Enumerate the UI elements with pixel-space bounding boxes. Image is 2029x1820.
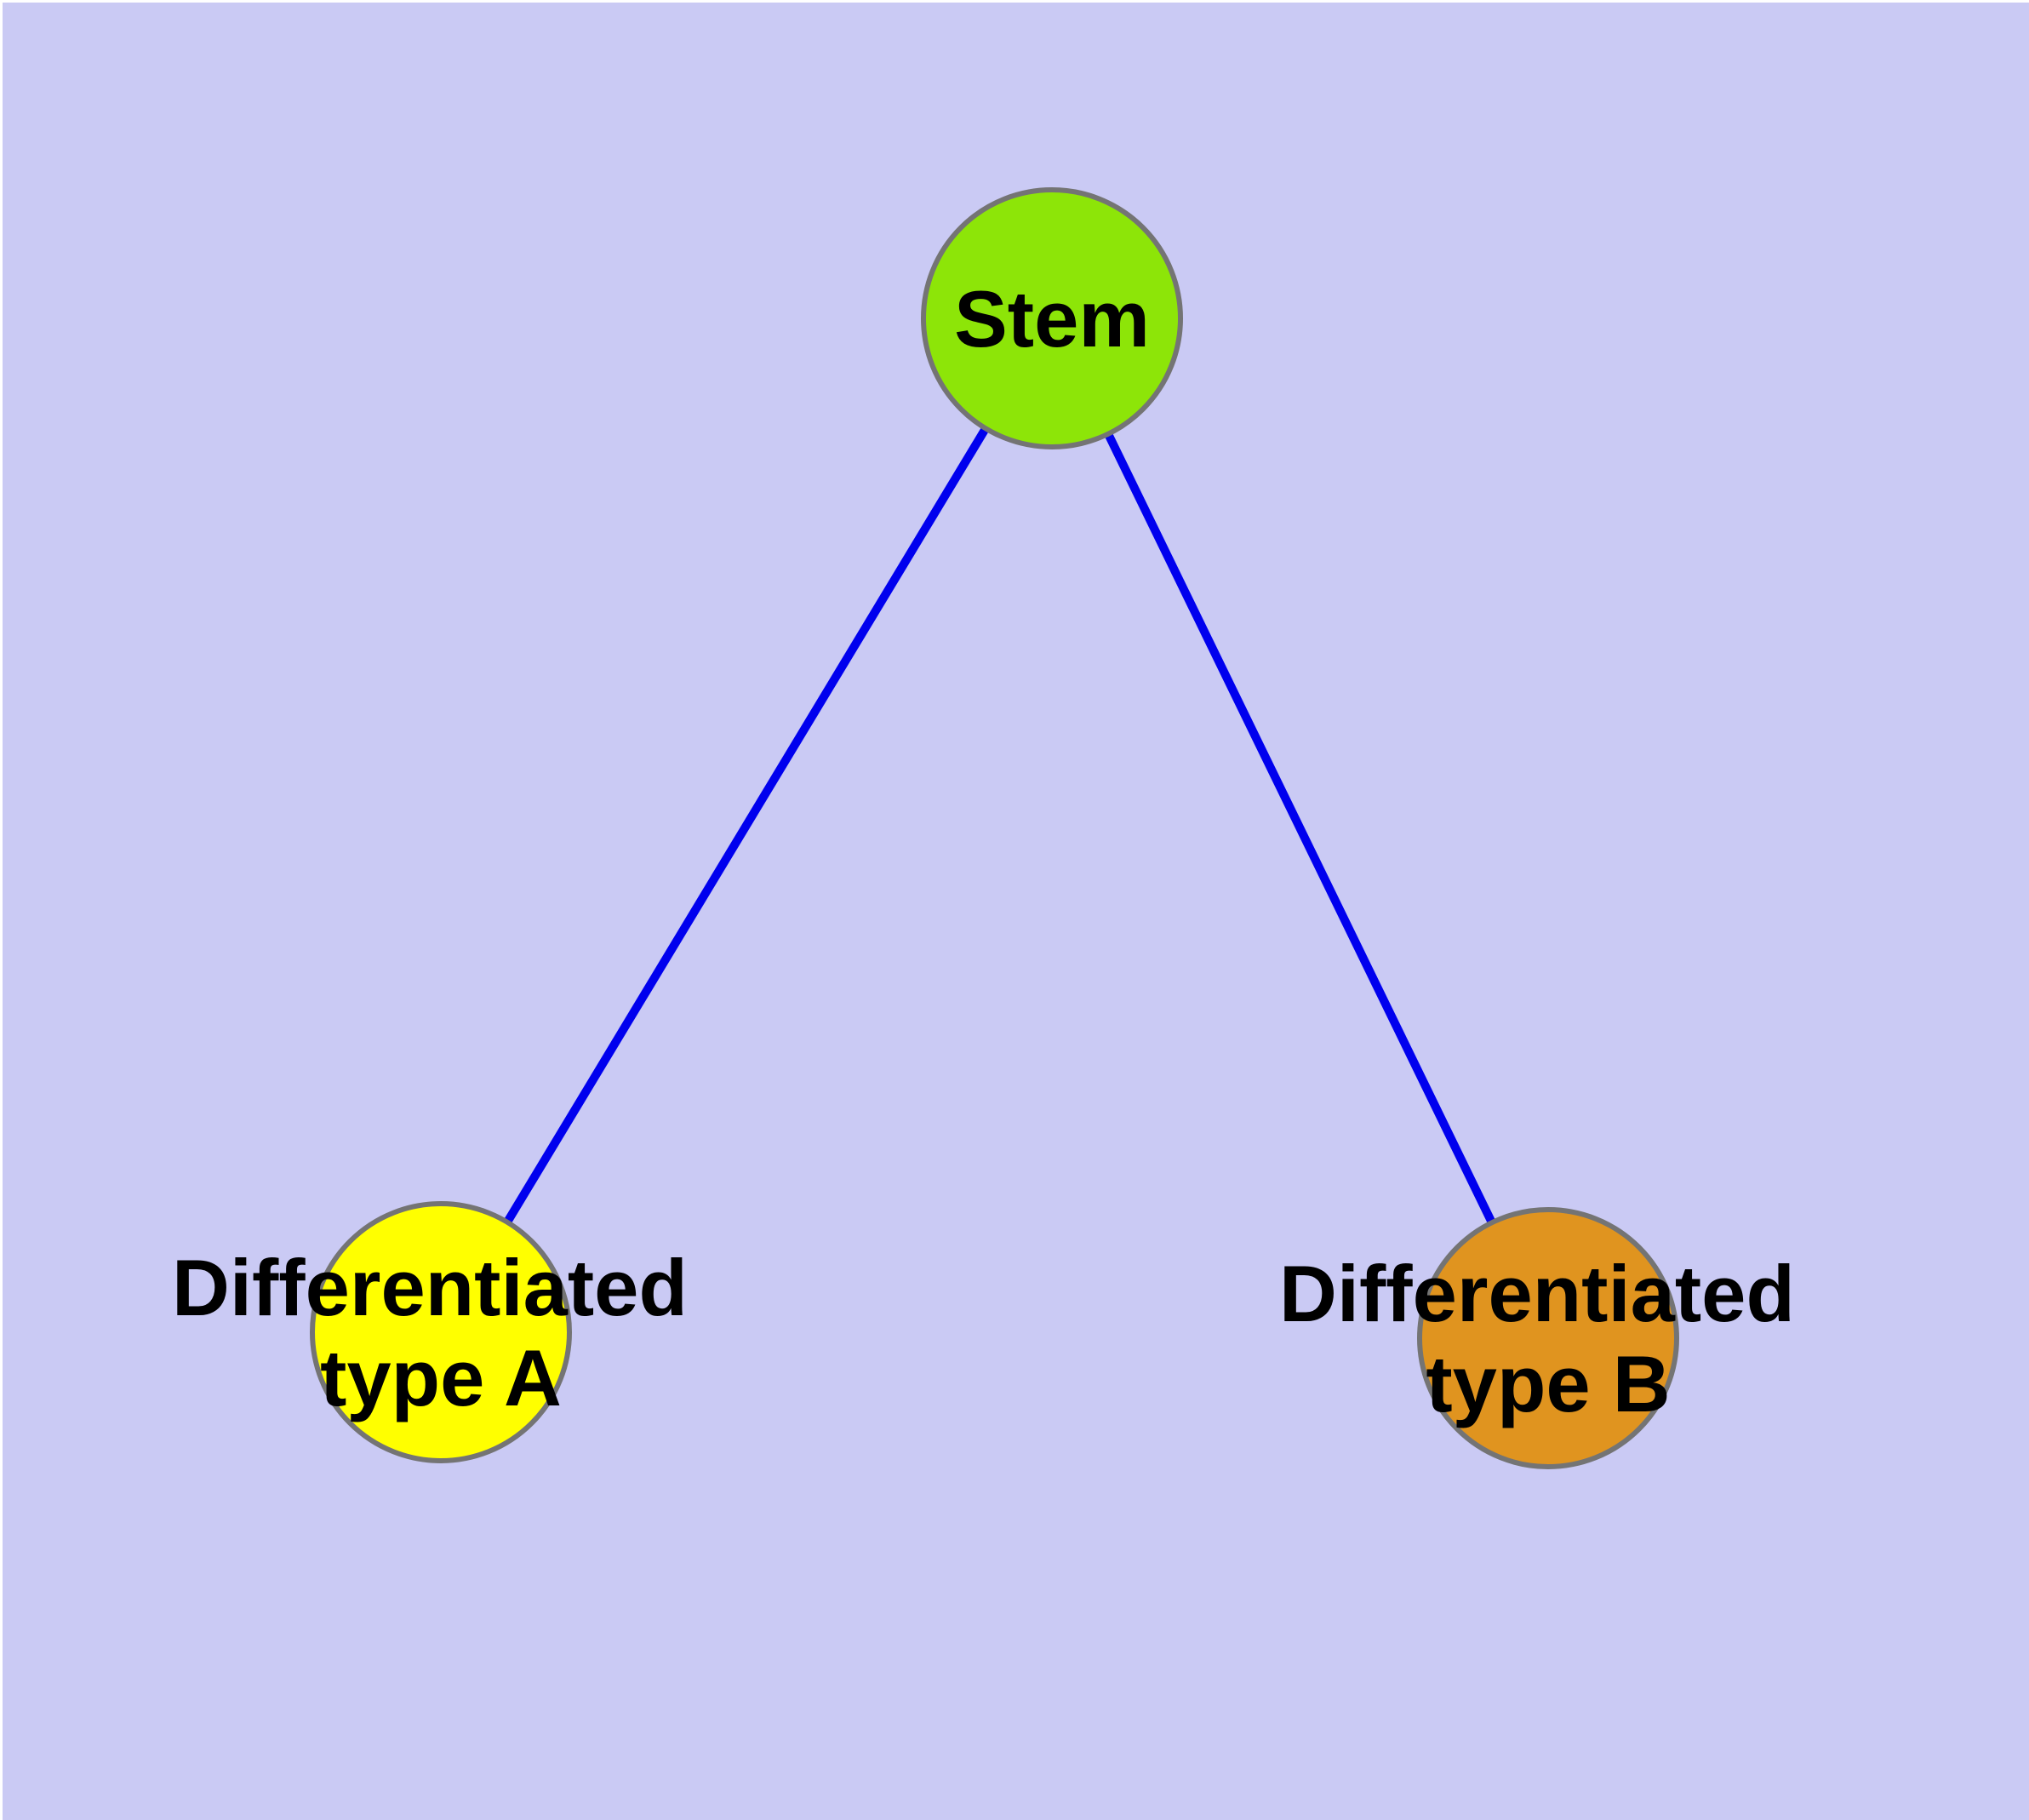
page-margin-left	[0, 0, 3, 1820]
node-type-b-label-line1: Differentiated	[1279, 1249, 1795, 1338]
edge-stem-to-type-b	[1048, 316, 1552, 1341]
edge-stem-to-type-a	[437, 316, 1056, 1335]
node-type-a-label-line2: type A	[320, 1333, 562, 1422]
node-type-b-label-line2: type B	[1426, 1339, 1670, 1428]
node-type-b-label: Differentiated type B	[1279, 1249, 1817, 1428]
node-stem-circle	[921, 187, 1183, 449]
node-type-a-label-line1: Differentiated	[172, 1243, 688, 1332]
page-margin-top	[0, 0, 2029, 3]
node-type-b-circle	[1417, 1207, 1679, 1469]
node-differentiated-type-a: Differentiated type A	[172, 1201, 710, 1463]
node-differentiated-type-b: Differentiated type B	[1279, 1207, 1817, 1469]
node-type-a-label: Differentiated type A	[172, 1243, 710, 1422]
node-stem-label: Stem	[954, 274, 1150, 363]
node-type-a-circle	[310, 1201, 572, 1463]
node-stem: Stem	[921, 187, 1183, 449]
